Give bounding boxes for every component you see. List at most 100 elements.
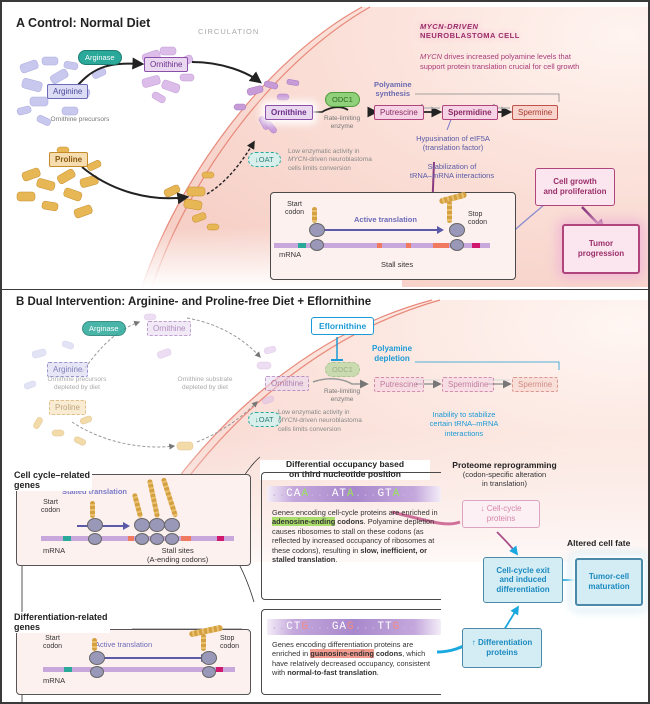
cellcycle-proteins-line-2: proteins [486, 514, 516, 523]
stall-site-mark [377, 243, 382, 248]
start-codon-label-c: Start codon [43, 635, 62, 651]
codon: CAA [286, 488, 310, 500]
peptide-chain-icon [447, 201, 452, 223]
start-codon-line-2: codon [41, 507, 61, 515]
cell-desc-line-2: support protein translation crucial for … [420, 61, 580, 71]
rate-limiting-line-2: enzyme [330, 123, 354, 131]
panel-b-title: B Dual Intervention: Arginine- and Proli… [16, 296, 372, 308]
stall-site-mark [433, 243, 449, 248]
arginine-label: Arginine [47, 84, 89, 99]
oat-desc-line-2: -driven neuroblastoma [307, 156, 372, 164]
rate-limiting-line-2: enzyme [330, 396, 354, 404]
ribosome-icon [309, 223, 325, 237]
inability-line-2: certain tRNA–mRNA [429, 419, 499, 429]
cell-title-line-2: NEUROBLASTOMA CELL [420, 31, 520, 41]
arginase-enzyme: Arginase [78, 50, 122, 65]
stabilization-label: Stabilization of tRNA–mRNA interactions [392, 162, 512, 181]
stall-site-mark [406, 243, 411, 248]
cell-desc-gene: MYCN [420, 52, 443, 61]
panel-divider [2, 289, 648, 290]
stall-site-mark [128, 536, 134, 541]
peptide-chain-icon [201, 634, 206, 651]
substrate-line-2: depleted by diet [182, 384, 228, 392]
spermine-label-b: Spermine [512, 377, 559, 392]
stabilization-line-2: tRNA–mRNA interactions [409, 171, 495, 181]
odc1-enzyme-b: ODC1 [325, 362, 360, 377]
start-codon-label: Start codon [285, 201, 304, 217]
arginase-enzyme-b: Arginase [82, 321, 126, 336]
ribosome-icon [134, 518, 150, 532]
ribosome-icon [201, 651, 217, 665]
start-codon-mark [64, 667, 72, 672]
cell-cycle-exit-line-3: differentiation [496, 584, 550, 594]
ribosome-icon [150, 533, 164, 545]
translation-box-differentiation: Start codon Active translation Stop codo… [16, 624, 251, 695]
cell-title: MYCN-DRIVEN NEUROBLASTOMA CELL [420, 22, 520, 41]
occupancy-box-a [261, 472, 441, 600]
tumor-maturation-line-1: Tumor-cell [588, 572, 630, 582]
ribosome-icon [149, 518, 165, 532]
stop-codon-label-b: Stop codon [220, 635, 239, 651]
ornithine-substrate-depleted: Ornithine substrate depleted by diet [160, 376, 250, 393]
ornithine-precursors-depleted: Ornithine precursors depleted by diet [27, 376, 127, 393]
peptide-chain-icon [92, 638, 97, 651]
codon: GAG [331, 621, 355, 633]
rate-limiting-line-1: Rate-limiting [323, 388, 361, 395]
proline-label-b: Proline [49, 400, 86, 415]
polyamine-depletion-label: Polyamine depletion [372, 344, 412, 363]
stop-codon-line-2: codon [468, 219, 488, 227]
mrna-label: mRNA [279, 250, 302, 259]
ornithine-inside-label-b: Ornithine [265, 376, 310, 391]
inability-line-1: Inability to stabilize [432, 410, 496, 419]
cell-cycle-genes-line-1: Cell cycle–related [14, 470, 91, 480]
hypusination-line-2: (translation factor) [422, 143, 484, 153]
putrescine-label-b: Putrescine [374, 377, 424, 392]
codon-strip-a: .. CAA ... ATA ... GTA .. [267, 486, 441, 502]
peptide-chain-icon [160, 477, 179, 518]
ribosome-icon [165, 533, 179, 545]
stop-codon-line-1: Stop [468, 211, 483, 218]
cell-cycle-exit-line-2: and induced [499, 575, 547, 585]
stop-codon-line-2: codon [220, 643, 240, 651]
stalled-translation-label: Stalled translation [62, 487, 128, 496]
translation-arrow-head [437, 226, 444, 234]
proline-molecules-inside [163, 171, 220, 231]
ribosome-icon [87, 518, 103, 532]
diff-proteins-line-2: proteins [486, 648, 518, 657]
rate-limiting-line-1: Rate-limiting [323, 115, 361, 122]
cell-cycle-genes-line-2: genes [14, 480, 41, 491]
oat-desc-line-2: -driven neuroblastoma [297, 417, 362, 425]
peptide-chain-icon [90, 501, 95, 518]
occupancy-box-g [261, 609, 441, 695]
stabilization-line-1: Stabilization of [427, 162, 477, 171]
adenosine-highlight: adenosine-ending [272, 517, 336, 527]
ribosome-icon [450, 239, 464, 251]
proline-molecules [16, 146, 102, 219]
ribosome-icon [90, 666, 104, 678]
ribosome-icon [202, 666, 216, 678]
differentiation-genes-label: Differentiation-related genes [14, 612, 110, 633]
altered-cell-fate-label: Altered cell fate [567, 538, 631, 548]
oat-description-b: Low enzymatic activity in MYCN-driven ne… [278, 409, 362, 434]
spermidine-label: Spermidine [442, 105, 498, 120]
precursors-line-1: Ornithine precursors [47, 376, 107, 383]
arginine-label-b: Arginine [47, 362, 89, 377]
proline-label: Proline [49, 152, 89, 167]
circulation-label: CIRCULATION [198, 27, 260, 36]
proteome-sub-line-1: (codon-specific alteration [462, 470, 547, 480]
putrescine-label: Putrescine [374, 105, 424, 120]
ribosome-icon [449, 223, 465, 237]
ornithine-outside-label: Ornithine [144, 57, 189, 72]
odc1-enzyme: ODC1 [325, 92, 360, 107]
translation-arrow-head [123, 522, 130, 530]
spermidine-label-b: Spermidine [442, 377, 495, 392]
cell-growth-line-1: Cell growth [553, 177, 597, 187]
cell-cycle-description: Genes encoding cell-cycle proteins are e… [272, 508, 438, 565]
stop-codon-label: Stop codon [468, 211, 487, 227]
inability-label: Inability to stabilize certain tRNA–mRNA… [414, 410, 514, 438]
active-translation-label: Active translation [354, 215, 417, 224]
